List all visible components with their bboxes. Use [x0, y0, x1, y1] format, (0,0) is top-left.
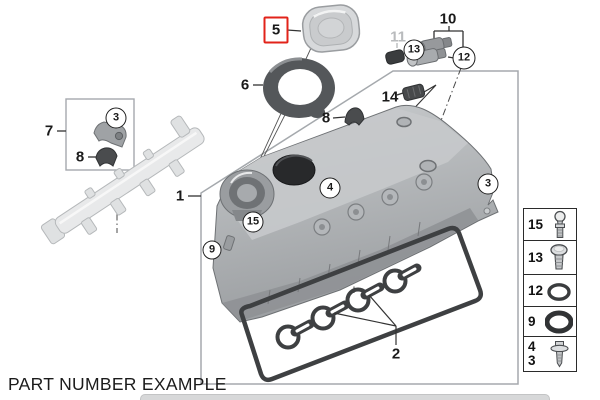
ball-stud-bolt-icon — [554, 210, 566, 238]
callout-14[interactable]: 14 — [381, 88, 399, 106]
horizontal-scrollbar[interactable] — [140, 394, 550, 400]
callout-7[interactable]: 7 — [44, 122, 54, 140]
callout-6[interactable]: 6 — [240, 76, 250, 94]
callout-1[interactable]: 1 — [175, 187, 185, 205]
callout-9-circled[interactable]: 9 — [202, 240, 222, 260]
callout-2-bracket — [333, 294, 397, 345]
legend-label: 3 — [528, 353, 536, 369]
fuel-rail-clamp-box — [65, 98, 135, 171]
fuel-rail-drawing — [40, 115, 205, 245]
oil-filler-cap-drawing — [301, 4, 361, 53]
legend-cell-4-3[interactable]: 4 3 — [523, 336, 577, 373]
callout-4-circled[interactable]: 4 — [319, 177, 341, 199]
callout-8-cover[interactable]: 8 — [321, 109, 331, 127]
flanged-bolt-icon — [550, 341, 569, 368]
o-ring-small-icon — [547, 282, 571, 301]
callout-15-circled[interactable]: 15 — [242, 211, 264, 233]
gasket-set-drawing — [239, 225, 484, 383]
callout-10[interactable]: 10 — [439, 10, 457, 28]
legend-cell-13[interactable]: 13 — [523, 240, 577, 276]
callout-8-rail[interactable]: 8 — [75, 148, 85, 166]
callout-3-circled-rail[interactable]: 3 — [105, 107, 127, 129]
clamp-bracket-drawing — [93, 121, 127, 167]
callout-10-bracket — [433, 26, 464, 48]
callout-12-circled[interactable]: 12 — [452, 46, 476, 70]
pan-head-screw-icon — [550, 243, 568, 270]
legend-label: 9 — [528, 313, 536, 329]
callout-2[interactable]: 2 — [391, 345, 401, 363]
spark-plug-seals — [275, 263, 422, 350]
legend-cell-15[interactable]: 15 — [523, 208, 577, 242]
main-frame-box — [200, 70, 519, 385]
legend-label: 15 — [528, 216, 544, 232]
callout-11-muted: 11 — [390, 28, 406, 46]
legend-label: 12 — [528, 282, 544, 298]
legend-cell-12[interactable]: 12 — [523, 273, 577, 308]
legend-cell-9[interactable]: 9 — [523, 305, 577, 338]
legend-label: 4 — [528, 339, 536, 355]
callout-3-circled-cover[interactable]: 3 — [477, 173, 499, 195]
camshaft-sensors-drawing — [385, 37, 453, 101]
caption-part-number-example: PART NUMBER EXAMPLE — [8, 374, 227, 394]
callout-13-circled[interactable]: 13 — [403, 39, 425, 61]
legend-label: 13 — [528, 249, 544, 265]
callout-5-highlighted[interactable]: 5 — [263, 16, 289, 44]
hardware-legend: 15 13 12 — [523, 208, 577, 373]
o-ring-large-icon — [545, 310, 573, 334]
seal-ring-drawing — [263, 57, 335, 118]
